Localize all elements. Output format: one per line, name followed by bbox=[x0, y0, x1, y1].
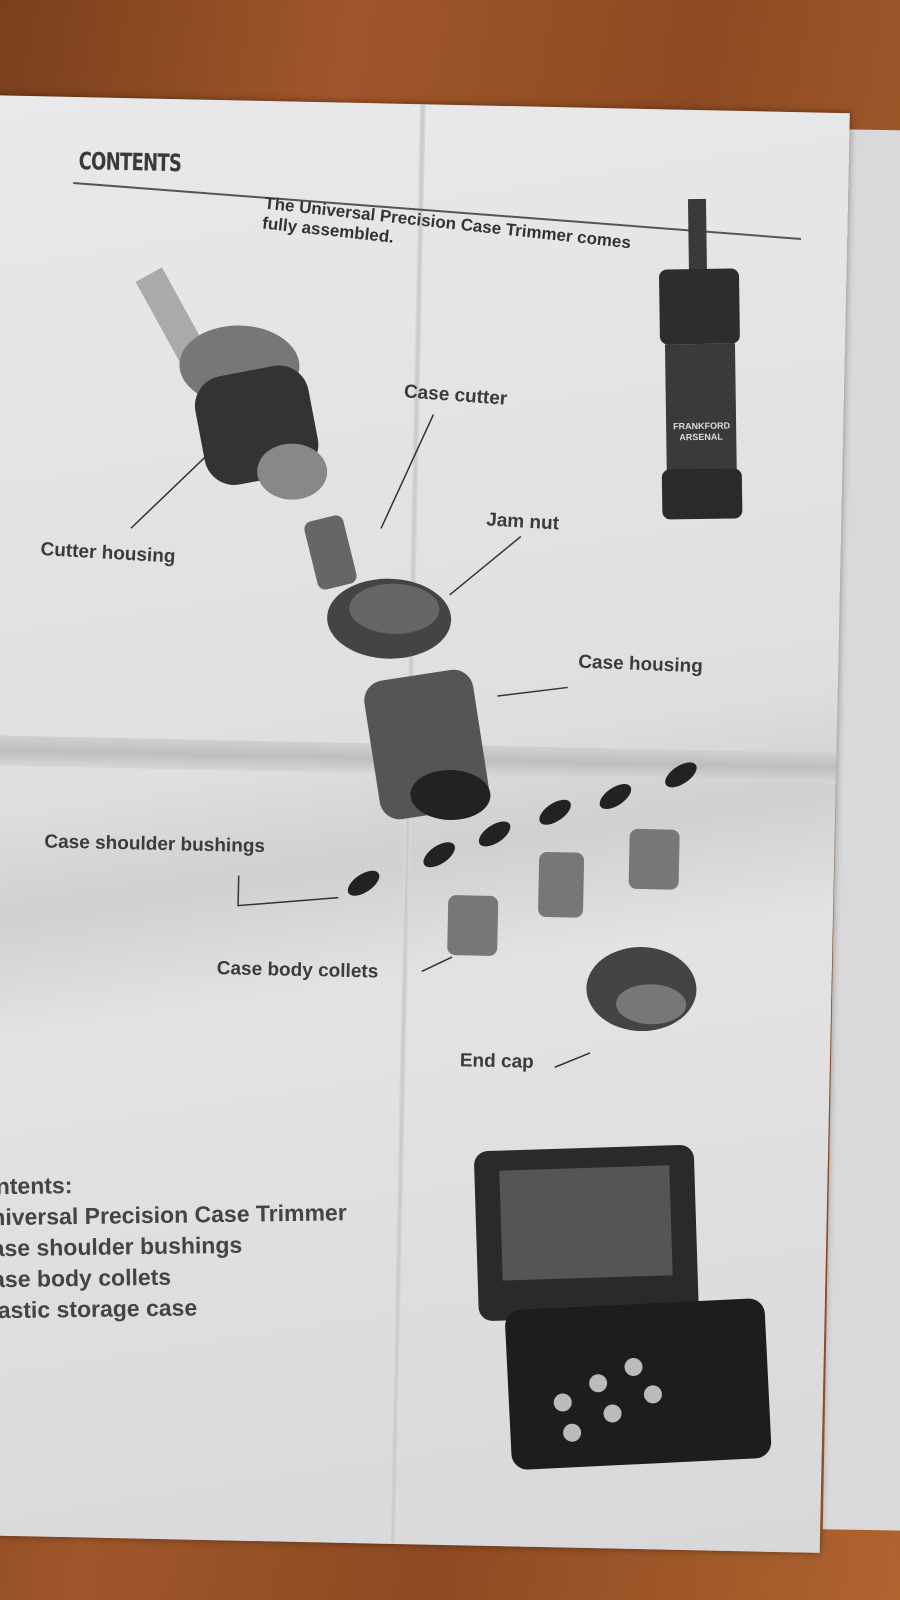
jam-nut-image bbox=[327, 578, 452, 659]
contents-list-item: 1 Plastic storage case bbox=[0, 1294, 198, 1324]
label-case-shoulder-bushings: Case shoulder bushings bbox=[44, 831, 266, 858]
parts-illustration: FRANKFORD ARSENAL bbox=[130, 198, 772, 1470]
leader-lines bbox=[130, 414, 591, 1068]
label-end-cap: End cap bbox=[459, 1050, 534, 1073]
storage-case-image bbox=[474, 1144, 772, 1470]
assembled-trimmer-image: FRANKFORD ARSENAL bbox=[659, 198, 743, 520]
case-housing-image bbox=[364, 669, 491, 821]
svg-text:ARSENAL: ARSENAL bbox=[679, 432, 723, 443]
brand-text: FRANKFORD bbox=[673, 421, 731, 432]
label-case-body-collets: Case body collets bbox=[216, 958, 379, 983]
shoulder-bushings-image bbox=[347, 762, 697, 896]
body-collets-image bbox=[447, 828, 680, 956]
contents-list: Contents: 1 Universal Precision Case Tri… bbox=[0, 1166, 348, 1326]
manual-page: CONTENTS The Universal Precision Case Tr… bbox=[0, 95, 850, 1553]
label-case-housing: Case housing bbox=[577, 651, 704, 678]
label-jam-nut: Jam nut bbox=[485, 509, 560, 535]
case-cutter-image bbox=[304, 515, 357, 590]
contents-list-item: 1 Universal Precision Case Trimmer bbox=[0, 1199, 347, 1231]
cutter-housing-image bbox=[135, 267, 328, 500]
end-cap-image bbox=[586, 947, 697, 1032]
